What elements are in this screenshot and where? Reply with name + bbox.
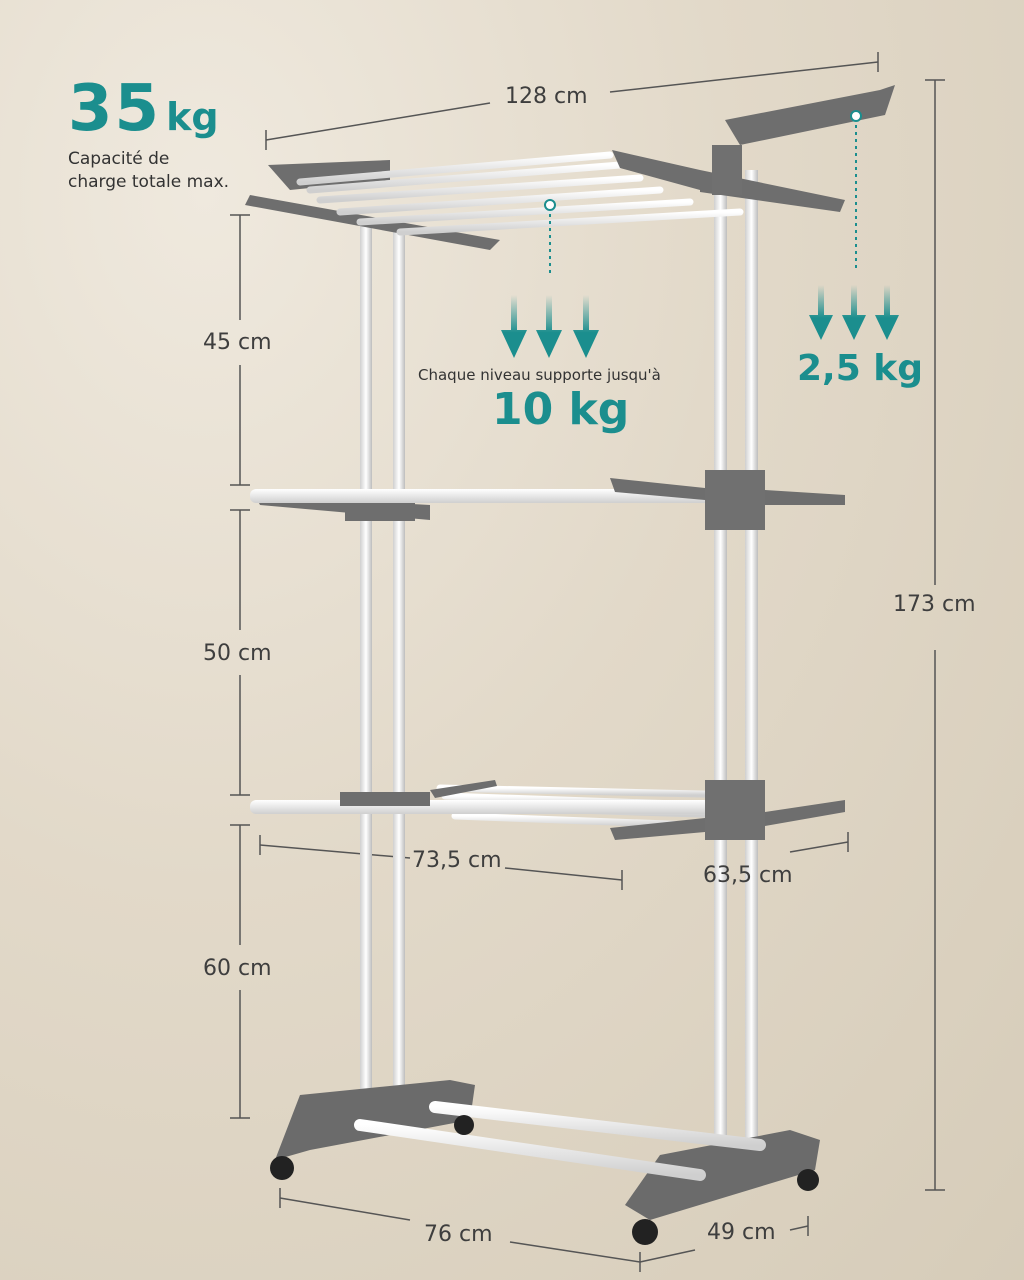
capacity-caption: Capacité de charge totale max.: [68, 148, 229, 194]
dim-base-length: 76 cm: [424, 1222, 493, 1247]
poles: [360, 160, 758, 1150]
base: [270, 1080, 820, 1245]
bottom-shelf: [250, 780, 845, 840]
capacity-value: 35: [68, 72, 162, 146]
dim-shelf-length: 73,5 cm: [412, 848, 502, 873]
total-capacity: 35 kg: [68, 72, 219, 146]
capacity-caption-line1: Capacité de: [68, 149, 170, 169]
middle-shelf: [250, 470, 845, 530]
capacity-caption-line2: charge totale max.: [68, 172, 230, 192]
capacity-unit: kg: [166, 95, 219, 139]
level-load-caption: Chaque niveau supporte jusqu'à: [418, 366, 661, 384]
top-shelf: [245, 85, 895, 250]
dim-tier2-height: 50 cm: [203, 641, 272, 666]
dim-tier3-height: 60 cm: [203, 956, 272, 981]
dim-total-height: 173 cm: [893, 592, 976, 617]
wing-load-value: 2,5 kg: [797, 348, 924, 389]
dim-total-width: 128 cm: [505, 84, 588, 109]
dim-tier1-height: 45 cm: [203, 330, 272, 355]
level-load-value: 10 kg: [492, 384, 630, 435]
dim-base-depth: 49 cm: [707, 1220, 776, 1245]
dim-shelf-depth: 63,5 cm: [703, 863, 793, 888]
dimension-lines: [230, 52, 945, 1272]
down-arrow-icons: [501, 285, 899, 358]
load-indicators: [544, 110, 862, 275]
